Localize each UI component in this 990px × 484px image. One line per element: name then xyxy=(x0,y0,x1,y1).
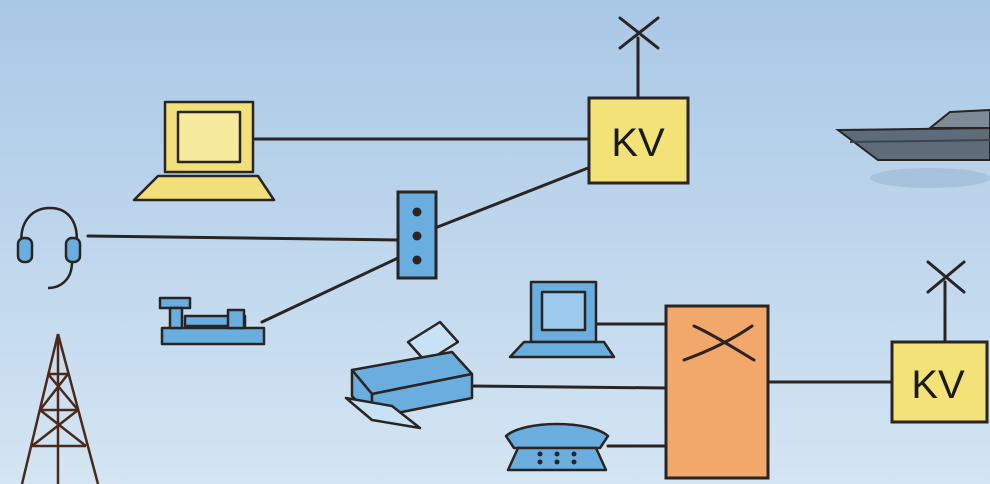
transceiver-upper-label: KV xyxy=(611,121,665,165)
wire-junction-to-kv xyxy=(433,166,590,230)
telephone-icon xyxy=(504,422,610,472)
antenna-icon xyxy=(618,16,660,100)
wire-fax-to-switch xyxy=(468,384,668,390)
laptop-computer-icon xyxy=(132,100,276,202)
antenna-icon xyxy=(926,260,966,344)
transceiver-lower: KV xyxy=(890,340,989,424)
desktop-computer-icon xyxy=(508,280,616,359)
switching-unit-icon xyxy=(664,304,770,480)
junction-box-icon xyxy=(396,190,438,280)
morse-key-icon xyxy=(158,296,266,346)
transceiver-icon xyxy=(587,96,690,185)
wire-morsekey-to-junction xyxy=(260,256,400,324)
connection-wires xyxy=(86,137,894,448)
transceiver-icon xyxy=(890,340,989,424)
radio-mast-icon xyxy=(20,333,100,484)
ship-icon xyxy=(835,108,990,188)
headset-icon xyxy=(16,206,82,290)
transceiver-lower-label: KV xyxy=(911,363,965,407)
transceiver-upper: KV xyxy=(587,96,690,185)
fax-machine-icon xyxy=(344,320,474,430)
wire-headset-to-junction xyxy=(86,234,400,242)
